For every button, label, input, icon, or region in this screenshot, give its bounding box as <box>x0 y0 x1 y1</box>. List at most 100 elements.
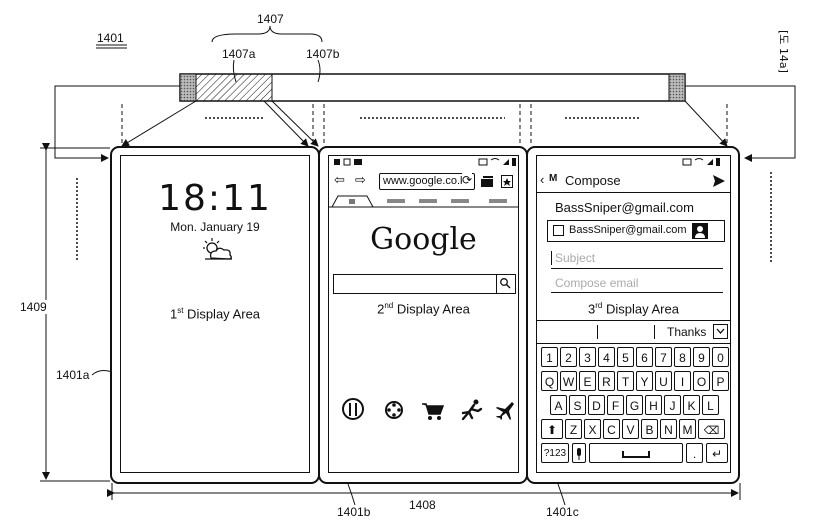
key-m[interactable]: M <box>679 419 696 439</box>
search-button[interactable] <box>496 274 516 294</box>
key-z[interactable]: Z <box>565 419 582 439</box>
space-bar-icon <box>622 451 650 458</box>
enter-key[interactable]: ↵ <box>706 443 728 463</box>
label-1401b: 1401b <box>337 505 371 519</box>
refresh-icon[interactable]: ⟳ <box>462 173 473 187</box>
key-h[interactable]: H <box>645 395 662 415</box>
partly-cloudy-icon <box>203 238 232 260</box>
label-1407b: 1407b <box>306 47 340 61</box>
backspace-icon: ⌫ <box>703 424 720 437</box>
key-y[interactable]: Y <box>636 371 653 391</box>
bracket-1407 <box>211 25 323 43</box>
body-placeholder: Compose email <box>555 276 639 290</box>
running-person-icon[interactable] <box>459 399 485 421</box>
forward-arrow-icon[interactable]: ⇨ <box>355 173 366 188</box>
key-t[interactable]: T <box>617 371 634 391</box>
shopping-cart-icon[interactable] <box>421 401 445 421</box>
key-g[interactable]: G <box>626 395 643 415</box>
search-input[interactable] <box>333 274 497 294</box>
key-s[interactable]: S <box>569 395 586 415</box>
key-j[interactable]: J <box>664 395 681 415</box>
key-u[interactable]: U <box>655 371 672 391</box>
key-v[interactable]: V <box>622 419 639 439</box>
key-o[interactable]: O <box>693 371 710 391</box>
collapse-suggestions-button[interactable] <box>713 324 728 339</box>
symbols-key[interactable]: ?123 <box>541 443 569 463</box>
space-key[interactable] <box>589 443 683 463</box>
key-b[interactable]: B <box>641 419 658 439</box>
key-8[interactable]: 8 <box>674 347 691 367</box>
back-icon[interactable]: ‹ <box>540 172 545 187</box>
key-6[interactable]: 6 <box>636 347 653 367</box>
period-key[interactable]: . <box>686 443 703 463</box>
bookmark-icon[interactable] <box>501 175 513 188</box>
label-1409: 1409 <box>20 300 47 314</box>
key-k[interactable]: K <box>683 395 700 415</box>
key-q[interactable]: Q <box>541 371 558 391</box>
mic-key[interactable] <box>572 443 586 463</box>
film-reel-icon[interactable] <box>383 399 405 421</box>
recipient-chip: BassSniper@gmail.com <box>569 224 687 236</box>
display-area-1: 18:11 Mon. January 19 1st Display Area <box>120 155 310 473</box>
label-1401a: 1401a <box>56 368 90 382</box>
key-0[interactable]: 0 <box>712 347 729 367</box>
chevron-down-icon <box>716 328 725 334</box>
subject-input[interactable]: Subject <box>551 250 723 269</box>
label-1408: 1408 <box>409 498 436 512</box>
top-bar-right-cap <box>668 73 686 102</box>
clock-date: Mon. January 19 <box>170 220 260 234</box>
to-field[interactable]: BassSniper@gmail.com <box>547 220 725 242</box>
browser-tab-strip[interactable] <box>329 194 518 208</box>
url-bar[interactable]: www.google.co.k <box>379 173 475 190</box>
key-a[interactable]: A <box>550 395 567 415</box>
back-arrow-icon[interactable]: ⇦ <box>334 173 345 188</box>
label-1407a: 1407a <box>222 47 256 61</box>
key-l[interactable]: L <box>702 395 719 415</box>
send-icon[interactable] <box>712 174 726 188</box>
key-x[interactable]: X <box>584 419 601 439</box>
key-n[interactable]: N <box>660 419 677 439</box>
key-1[interactable]: 1 <box>541 347 558 367</box>
key-5[interactable]: 5 <box>617 347 634 367</box>
key-d[interactable]: D <box>588 395 605 415</box>
suggestion-word[interactable]: Thanks <box>667 325 707 339</box>
label-1407: 1407 <box>257 12 284 26</box>
enter-icon: ↵ <box>711 447 723 461</box>
figure-ref-label: 1401 <box>97 31 124 45</box>
contact-icon[interactable] <box>692 223 708 239</box>
key-e[interactable]: E <box>579 371 596 391</box>
key-p[interactable]: P <box>712 371 729 391</box>
display-panel-1: 18:11 Mon. January 19 1st Display Area <box>110 146 320 484</box>
right-route <box>685 85 796 162</box>
key-2[interactable]: 2 <box>560 347 577 367</box>
compose-header: ‹ M Compose <box>537 170 730 193</box>
display-panel-3: ‹ M Compose BassSniper@gmail.com BassSni… <box>526 146 740 484</box>
body-input[interactable]: Compose email <box>551 274 723 293</box>
backspace-key[interactable]: ⌫ <box>698 419 725 439</box>
key-4[interactable]: 4 <box>598 347 615 367</box>
display-panel-2: ⇦ ⇨ www.google.co.k ⟳ Google <box>318 146 528 484</box>
recipient-checkbox[interactable] <box>553 225 564 236</box>
airplane-icon[interactable] <box>493 399 515 421</box>
key-w[interactable]: W <box>560 371 577 391</box>
shift-key[interactable]: ⬆ <box>541 419 563 439</box>
search-icon <box>500 278 511 289</box>
label-1401c: 1401c <box>546 505 579 519</box>
key-f[interactable]: F <box>607 395 624 415</box>
key-r[interactable]: R <box>598 371 615 391</box>
tabs-icon[interactable] <box>480 176 494 188</box>
key-i[interactable]: I <box>674 371 691 391</box>
status-bar <box>334 158 516 166</box>
key-9[interactable]: 9 <box>693 347 710 367</box>
subject-placeholder: Subject <box>555 251 596 265</box>
page-mark: [도 14a] <box>777 30 790 73</box>
key-3[interactable]: 3 <box>579 347 596 367</box>
display-area-1-label: 1st Display Area <box>169 306 261 322</box>
key-c[interactable]: C <box>603 419 620 439</box>
suggestion-bar: Thanks <box>537 320 730 344</box>
restaurant-icon[interactable] <box>341 397 365 421</box>
microphone-icon <box>577 448 581 460</box>
key-7[interactable]: 7 <box>655 347 672 367</box>
